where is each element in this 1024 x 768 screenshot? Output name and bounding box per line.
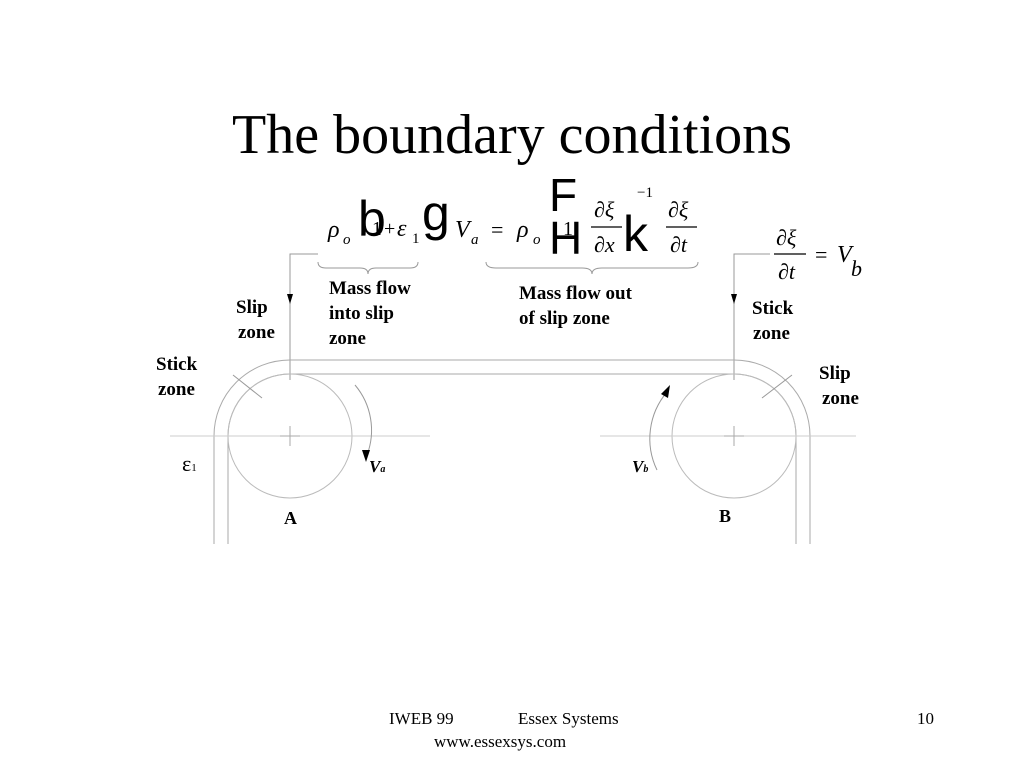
label-roll-b: B [719,506,732,526]
pointer-left-arrow [287,294,293,304]
label-slip-zone-left-line2: zone [238,322,275,343]
label-roll-a: A [284,508,297,528]
label-vb-v: V [632,457,644,476]
label-va: Va [369,457,385,477]
label-vb-sub: b [643,464,649,475]
label-mass-flow-in-line3: zone [329,328,366,349]
label-mass-flow-in: Mass flow into slip zone [329,276,411,351]
rotation-arrow-b [649,391,668,471]
eq-right-sub-b: b [851,256,862,281]
label-slip-zone-right-line2: zone [822,388,859,409]
pointer-right [733,253,770,380]
eq-right-num: ∂ξ [776,225,797,250]
eq-F-glyph: F [549,169,577,221]
label-epsilon-sub: 1 [191,462,197,474]
label-stick-zone-left: Stick zone [156,352,197,402]
leader-slip-right [761,374,793,399]
eq-d-xi-2: ∂ξ [668,197,689,222]
label-mass-flow-out: Mass flow out of slip zone [519,281,632,331]
eq-one-2: 1 [563,218,573,240]
footer-page-number: 10 [917,709,934,728]
eq-sub-1: 1 [412,231,420,247]
eq-right-v: V [837,242,854,268]
eq-k-glyph: k [623,206,649,262]
label-mass-flow-in-line1: Mass flow [329,278,411,299]
eq-sub-o: o [343,232,351,248]
eq-plus: + [384,218,395,240]
label-epsilon: ε [182,451,192,476]
label-mass-flow-out-line2: of slip zone [519,308,610,329]
pointer-right-arrow [731,294,737,304]
eq-H-glyph: H [549,212,582,264]
rotation-arrow-a [354,384,373,456]
brace-mass-flow-in [317,261,419,275]
label-slip-zone-left: Slip zone [236,295,275,345]
label-slip-zone-right: Slip zone [819,361,859,411]
eq-d-xi: ∂ξ [594,197,615,222]
label-stick-zone-right-line2: zone [753,323,790,344]
label-vb: Vb [632,457,648,477]
label-stick-zone-right-line1: Stick [752,298,794,319]
eq-equals: = [491,217,503,242]
label-stick-zone-left-line1: Stick [156,354,198,375]
eq-g-glyph: g [422,185,450,241]
equation-right: ∂ξ ∂t = V b [774,225,862,284]
label-mass-flow-in-line2: into slip [329,303,394,324]
label-va-v: V [369,457,381,476]
eq-d-t: ∂t [670,232,688,257]
eq-minus-one: −1 [637,185,653,201]
equation-main: ρ o b 1 + ε 1 g V a = ρ o F H 1 ∂ξ ∂x k … [327,169,697,264]
rotation-arrow-b-head [661,385,670,398]
label-mass-flow-out-line1: Mass flow out [519,283,632,304]
label-slip-zone-left-line1: Slip [236,297,268,318]
label-slip-zone-right-line1: Slip [819,363,851,384]
eq-b-glyph: b [358,191,386,247]
eq-rho-2: ρ [516,217,529,243]
eq-d-x: ∂x [594,232,615,257]
eq-v: V [455,217,472,243]
slide-title: The boundary conditions [232,104,792,166]
label-va-sub: a [380,464,386,475]
label-epsilon-1: ε1 [182,451,197,477]
eq-rho: ρ [327,217,340,243]
footer-url: www.essexsys.com [434,732,567,751]
eq-right-den: ∂t [778,259,796,284]
eq-sub-a: a [471,232,479,248]
brace-mass-flow-out [485,261,699,275]
pointer-left [289,253,318,380]
label-stick-zone-left-line2: zone [158,379,195,400]
eq-one: 1 [372,218,382,240]
label-stick-zone-right: Stick zone [752,296,793,346]
leader-stick-left [232,374,263,399]
axis-lines [170,426,856,446]
footer-company: Essex Systems [518,709,619,728]
eq-epsilon: ε [397,216,407,242]
eq-sub-o-2: o [533,232,541,248]
rotation-arrow-a-head [362,450,370,462]
footer-event: IWEB 99 [389,709,454,728]
eq-right-eq: = [815,242,827,267]
